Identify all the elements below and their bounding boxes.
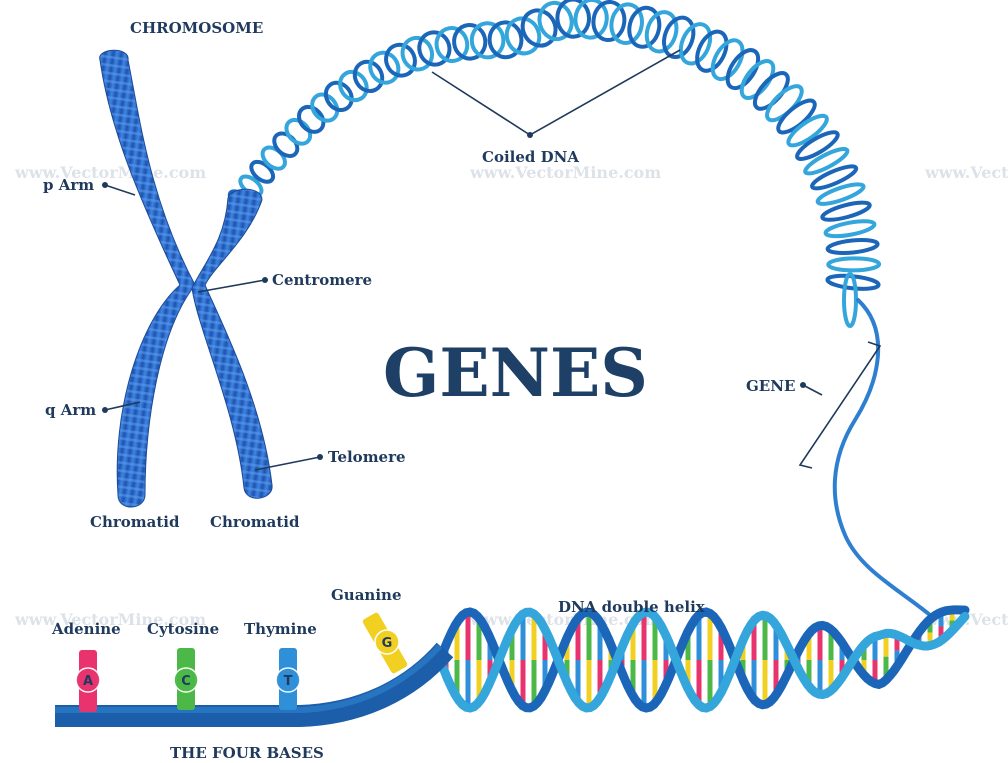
dna-double-helix-label: DNA double helix: [558, 598, 706, 616]
coil-loop: [659, 14, 699, 61]
chromatid-left-label: Chromatid: [90, 513, 180, 531]
base-name-label: Guanine: [331, 586, 402, 604]
watermark-text: www.VectorMine.com: [924, 163, 1008, 182]
coil-loop: [827, 238, 878, 255]
page-title: GENES: [383, 334, 648, 412]
coil-loop: [398, 34, 436, 74]
coil-loop: [365, 48, 403, 88]
telomere-label: Telomere: [328, 448, 406, 466]
coil-loop: [642, 9, 681, 55]
base-thymine: T Thymine: [244, 620, 317, 710]
base-letter: A: [83, 674, 93, 689]
base-name-label: Adenine: [51, 620, 121, 638]
coil-loop: [810, 162, 859, 192]
chromatid-left: [100, 50, 195, 507]
coil-loop: [573, 0, 608, 39]
coil-loop: [248, 158, 277, 186]
base-name-label: Cytosine: [147, 620, 219, 638]
gene-label: GENE: [746, 377, 795, 395]
chromosome: [100, 50, 272, 507]
coil-loop: [259, 143, 289, 173]
centromere-label: Centromere: [272, 271, 372, 289]
base-guanine: G Guanine: [331, 586, 408, 674]
chromosome-label: CHROMOSOME: [130, 19, 263, 37]
dna-double-helix: [440, 610, 965, 708]
coiled-dna-label: Coiled DNA: [482, 148, 579, 166]
base-letter: T: [284, 674, 293, 689]
four-bases-label: THE FOUR BASES: [170, 744, 324, 762]
base-name-label: Thymine: [244, 620, 317, 638]
q-arm-label: q Arm: [45, 401, 96, 419]
coil-loop: [350, 57, 388, 96]
p-arm-label: p Arm: [43, 176, 94, 194]
gene-strand: [835, 300, 930, 615]
base-adenine: A Adenine: [51, 620, 121, 712]
chromatid-right-label: Chromatid: [210, 513, 300, 531]
base-letter: G: [382, 636, 393, 651]
coil-loop: [381, 40, 419, 80]
coil-loop: [828, 258, 879, 271]
chromatid-right: [192, 189, 272, 498]
base-letter: C: [181, 674, 191, 689]
coil-loop: [844, 274, 856, 326]
base-cytosine: C Cytosine: [147, 620, 219, 710]
